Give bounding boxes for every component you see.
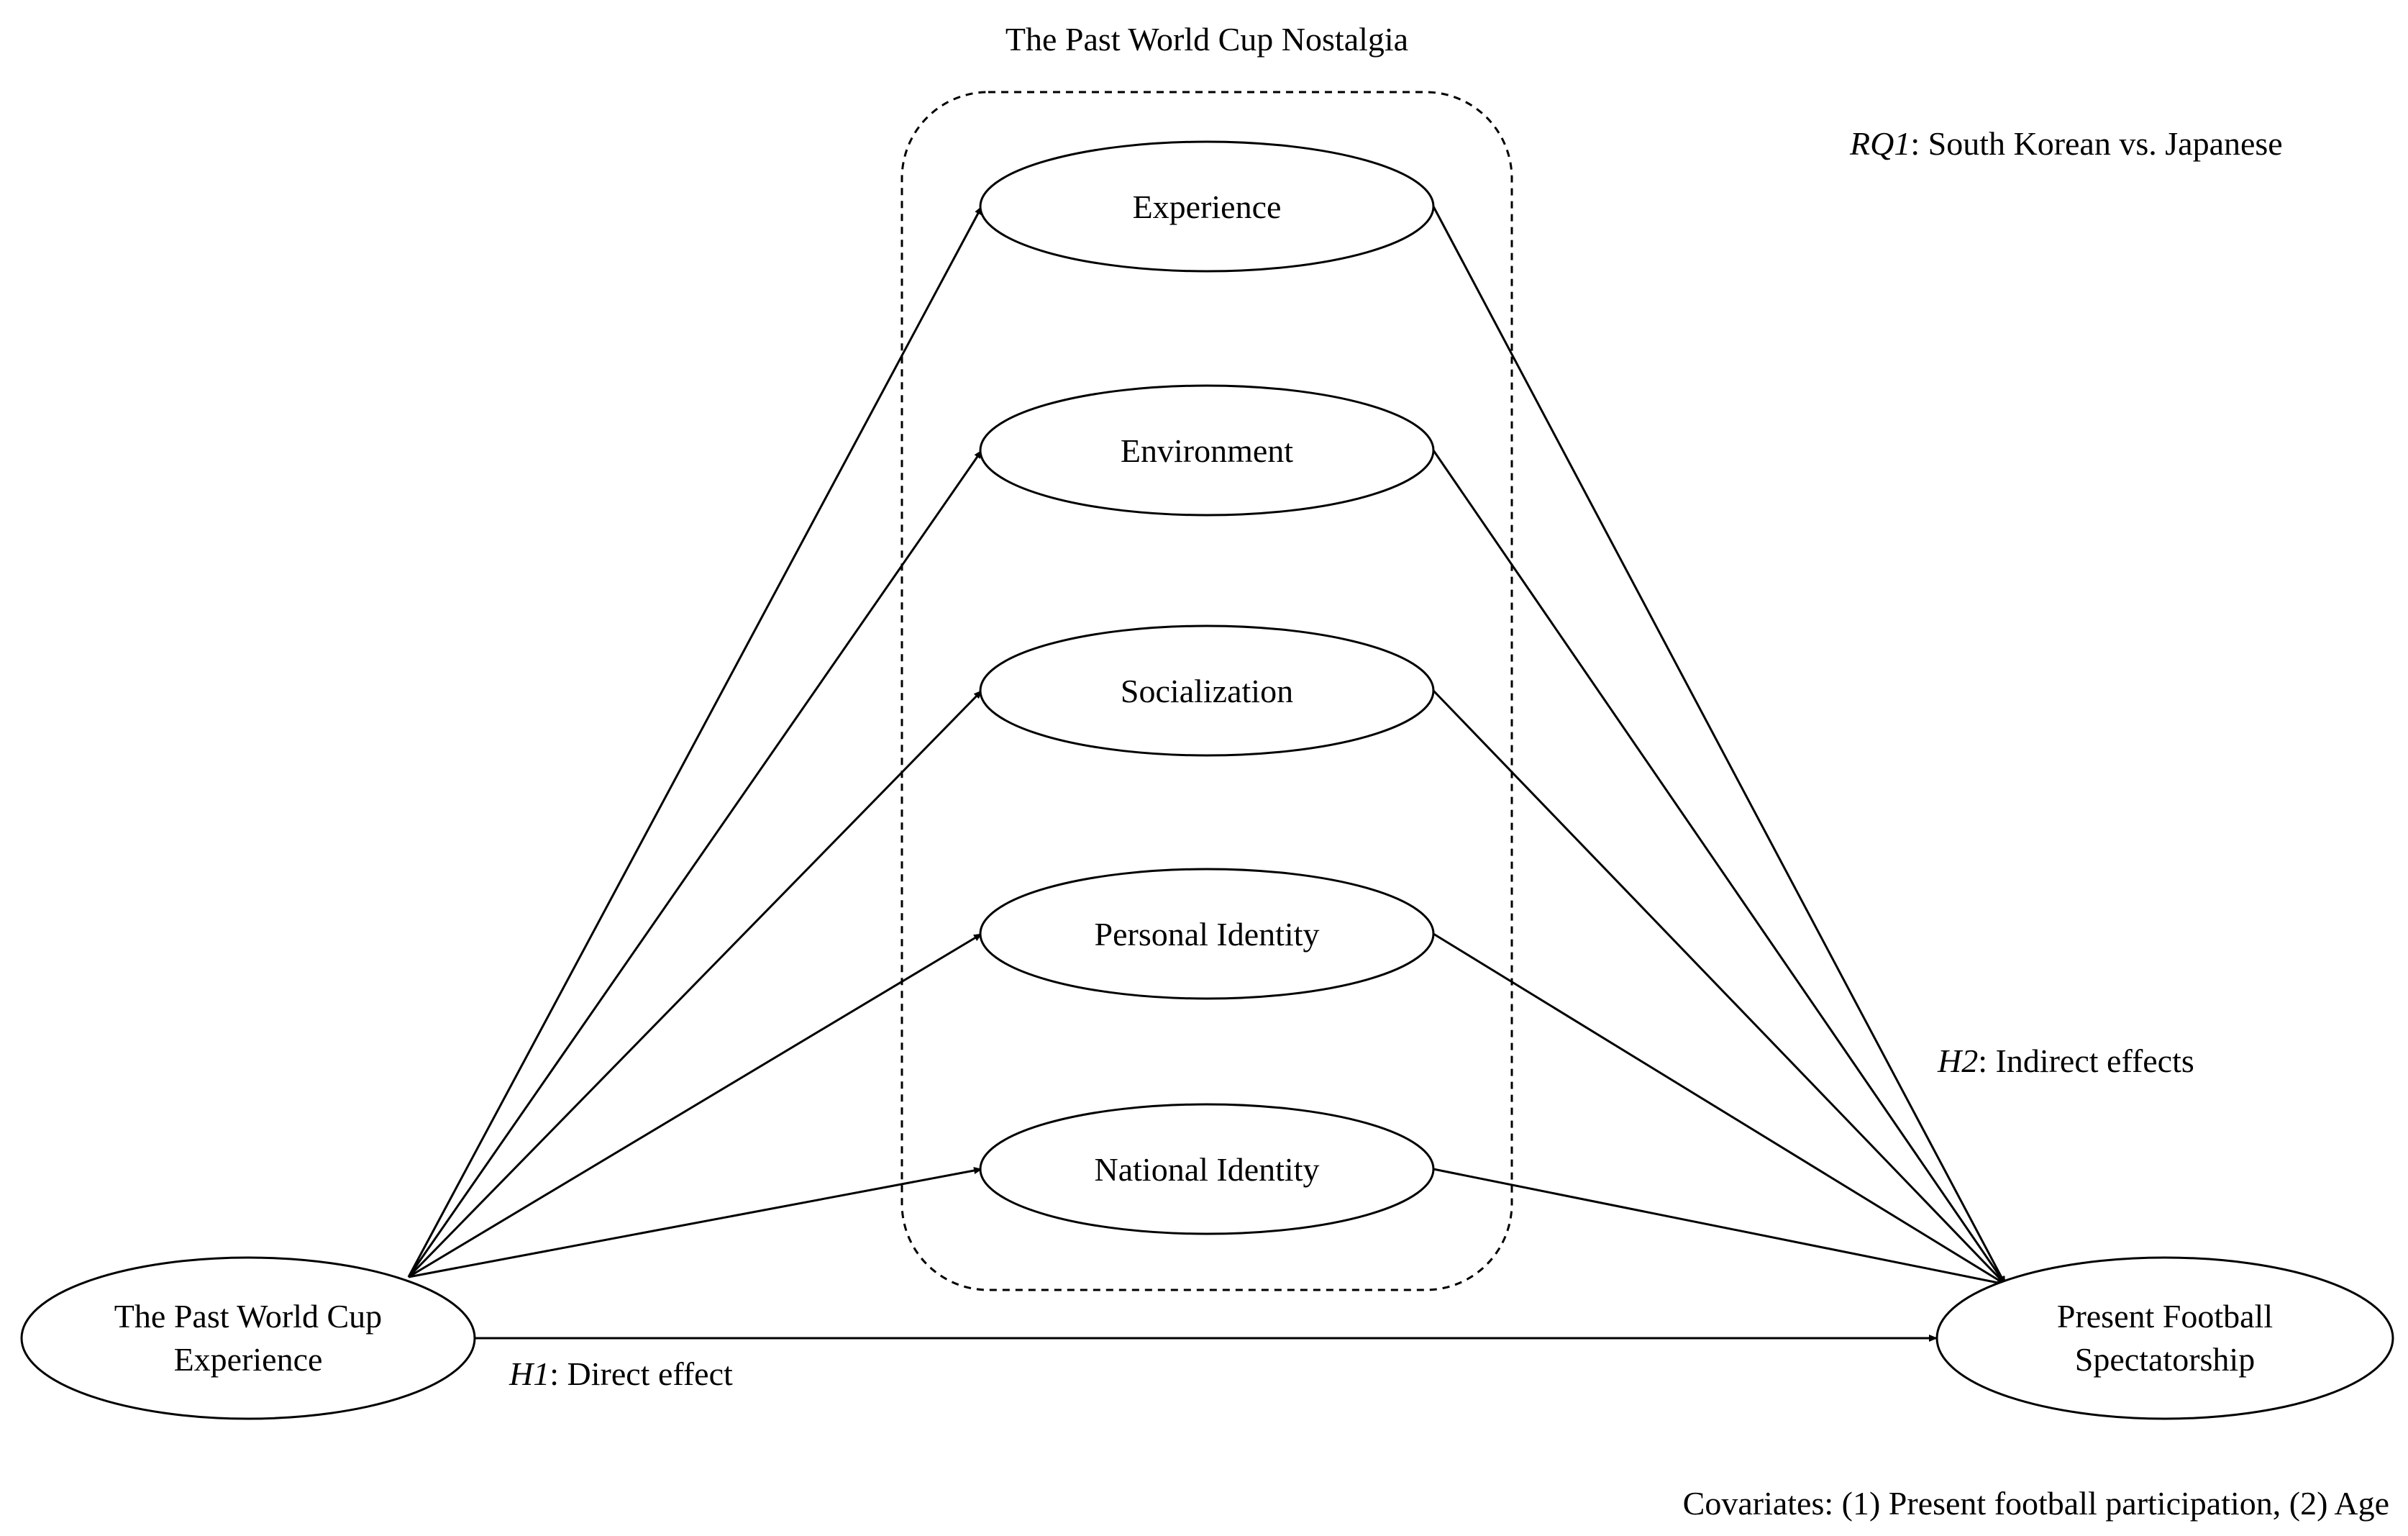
path-national-identity-to-target [1433,1168,2006,1286]
path-source-to-national-identity [408,1167,982,1278]
node-environment-label: Environment [1121,432,1293,469]
node-source: The Past World Cup Experience [20,1256,476,1420]
nostalgia-group-title: The Past World Cup Nostalgia [1005,21,1408,58]
node-personal-identity: Personal Identity [979,868,1435,1000]
rq1-annotation: RQ1: South Korean vs. Japanese [1849,125,2283,162]
path-source-to-personal-identity [408,932,982,1278]
covariates-note: Covariates: (1) Present football partici… [1683,1485,2389,1522]
node-socialization: Socialization [979,624,1435,757]
mediator-to-target-paths [1432,206,2007,1286]
path-source-to-socialization [407,689,983,1278]
node-environment: Environment [979,384,1435,517]
path-source-to-experience [407,206,983,1278]
node-target: Present Football Spectatorship [1935,1256,2394,1420]
path-socialization-to-target [1432,689,2007,1286]
node-target-label-line1: Present Football [2057,1298,2273,1335]
node-national-identity: National Identity [979,1103,1435,1235]
rq1-text: : South Korean vs. Japanese [1910,125,2282,162]
path-environment-to-target [1432,450,2007,1285]
node-socialization-label: Socialization [1121,673,1293,709]
path-personal-identity-to-target [1433,932,2006,1286]
h1-label: H1 [508,1355,549,1392]
node-source-label-line2: Experience [174,1341,323,1378]
node-experience-label: Experience [1133,188,1282,225]
node-experience: Experience [979,140,1435,273]
rq1-label: RQ1 [1849,125,1910,162]
mediator-nodes: Experience Environment Socialization Per… [979,140,1435,1235]
node-personal-identity-label: Personal Identity [1095,916,1320,953]
h2-annotation: H2: Indirect effects [1937,1042,2194,1079]
h1-text: : Direct effect [549,1355,733,1392]
h2-label: H2 [1937,1042,1978,1079]
path-experience-to-target [1432,206,2007,1285]
node-source-label-line1: The Past World Cup [114,1298,382,1335]
h1-annotation: H1: Direct effect [508,1355,733,1392]
path-source-to-environment [407,450,983,1278]
source-to-mediator-paths [407,206,983,1278]
node-national-identity-label: National Identity [1095,1151,1320,1188]
h2-text: : Indirect effects [1978,1042,2194,1079]
node-target-label-line2: Spectatorship [2075,1341,2255,1378]
